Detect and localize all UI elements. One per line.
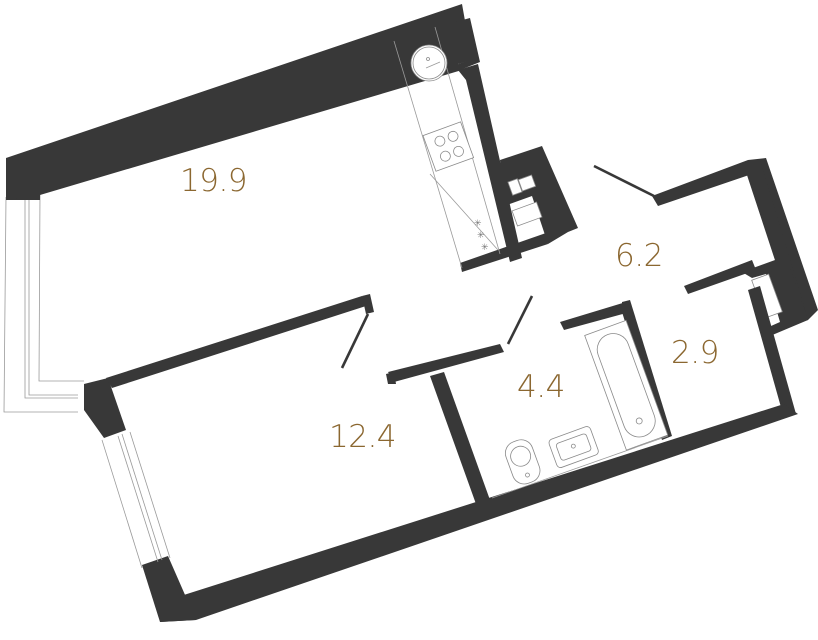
fridge-icon: ✳ ✳ ✳ [474,219,489,253]
area-bedroom: 12.4 [329,419,397,455]
door-bedroom [340,313,370,369]
bedroom-window [101,431,171,569]
bathtub-icon [584,319,669,451]
cooktop-icon [422,121,475,172]
shaft [500,146,578,244]
door-bathroom [506,295,534,345]
wall-bottom [160,404,798,622]
area-wardrobe: 2.9 [671,335,719,371]
area-living-kitchen: 19.9 [180,163,248,199]
svg-text:✳: ✳ [477,231,485,241]
washbasin-icon [548,426,599,468]
svg-text:✳: ✳ [481,243,489,253]
wall-entrance [652,158,818,322]
area-hall: 6.2 [615,238,663,274]
sink-icon [410,44,448,82]
svg-text:✳: ✳ [474,219,482,229]
door-entrance [593,164,655,198]
toilet-icon [504,439,541,485]
wall-kitchen-right [455,18,480,70]
wall-top [6,4,472,200]
area-bathroom: 4.4 [517,369,565,405]
loggia-glazing [3,192,84,413]
